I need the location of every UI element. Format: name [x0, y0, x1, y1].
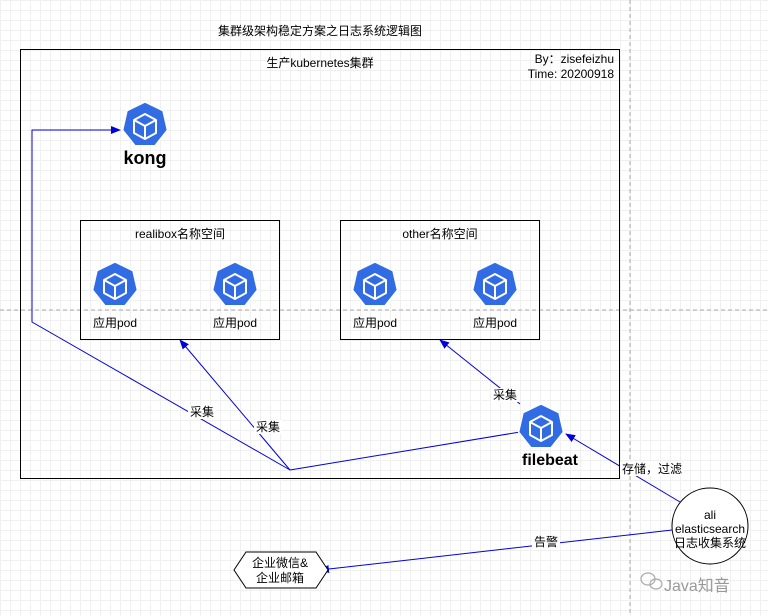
namespace-box-other [340, 220, 540, 340]
alert-edge [319, 529, 673, 573]
cluster-box [20, 49, 620, 479]
pod-label: 应用pod [352, 316, 398, 330]
time-label: Time: 20200918 [527, 67, 614, 81]
kong-route-edge [31, 126, 291, 471]
collect-label: 采集 [491, 388, 520, 402]
wechat-watermark-icon [640, 572, 663, 590]
pod-label: 应用pod [472, 316, 518, 330]
alert-target-label: 企业微信& 企业邮箱 [236, 556, 324, 586]
collect-label: 采集 [188, 405, 217, 419]
author-meta: By：zisefeizhu Time: 20200918 [500, 52, 614, 82]
namespace-label: realibox名称空间 [134, 227, 226, 241]
es-line-2: elasticsearch [674, 522, 746, 536]
alert-target-line-2: 企业邮箱 [255, 571, 304, 585]
pod-label: 应用pod [92, 316, 138, 330]
alert-target-line-1: 企业微信& [251, 556, 308, 570]
alert-target-node [233, 551, 329, 589]
collect-realibox-edge [179, 339, 291, 471]
author-label: By：zisefeizhu [534, 52, 614, 66]
diagram-title: 集群级架构稳定方案之日志系统逻辑图 [217, 24, 422, 38]
elasticsearch-node [671, 487, 749, 565]
pod-label: 应用pod [212, 316, 258, 330]
collect-label: 采集 [254, 420, 283, 434]
filebeat-label: filebeat [521, 452, 578, 469]
es-line-1: ali [703, 508, 716, 522]
alert-label: 告警 [532, 535, 561, 549]
elasticsearch-label: ali elasticsearch 日志收集系统 [672, 508, 748, 550]
namespace-box-realibox [80, 220, 280, 340]
es-line-3: 日志收集系统 [673, 536, 746, 550]
kong-label: kong [123, 148, 167, 168]
cluster-label: 生产kubernetes集群 [266, 56, 374, 70]
namespace-label: other名称空间 [402, 227, 478, 241]
store-filter-label: 存储，过滤 [620, 462, 685, 476]
watermark-text: Java知音 [664, 578, 730, 595]
filebeat-collector-edge [289, 431, 521, 471]
